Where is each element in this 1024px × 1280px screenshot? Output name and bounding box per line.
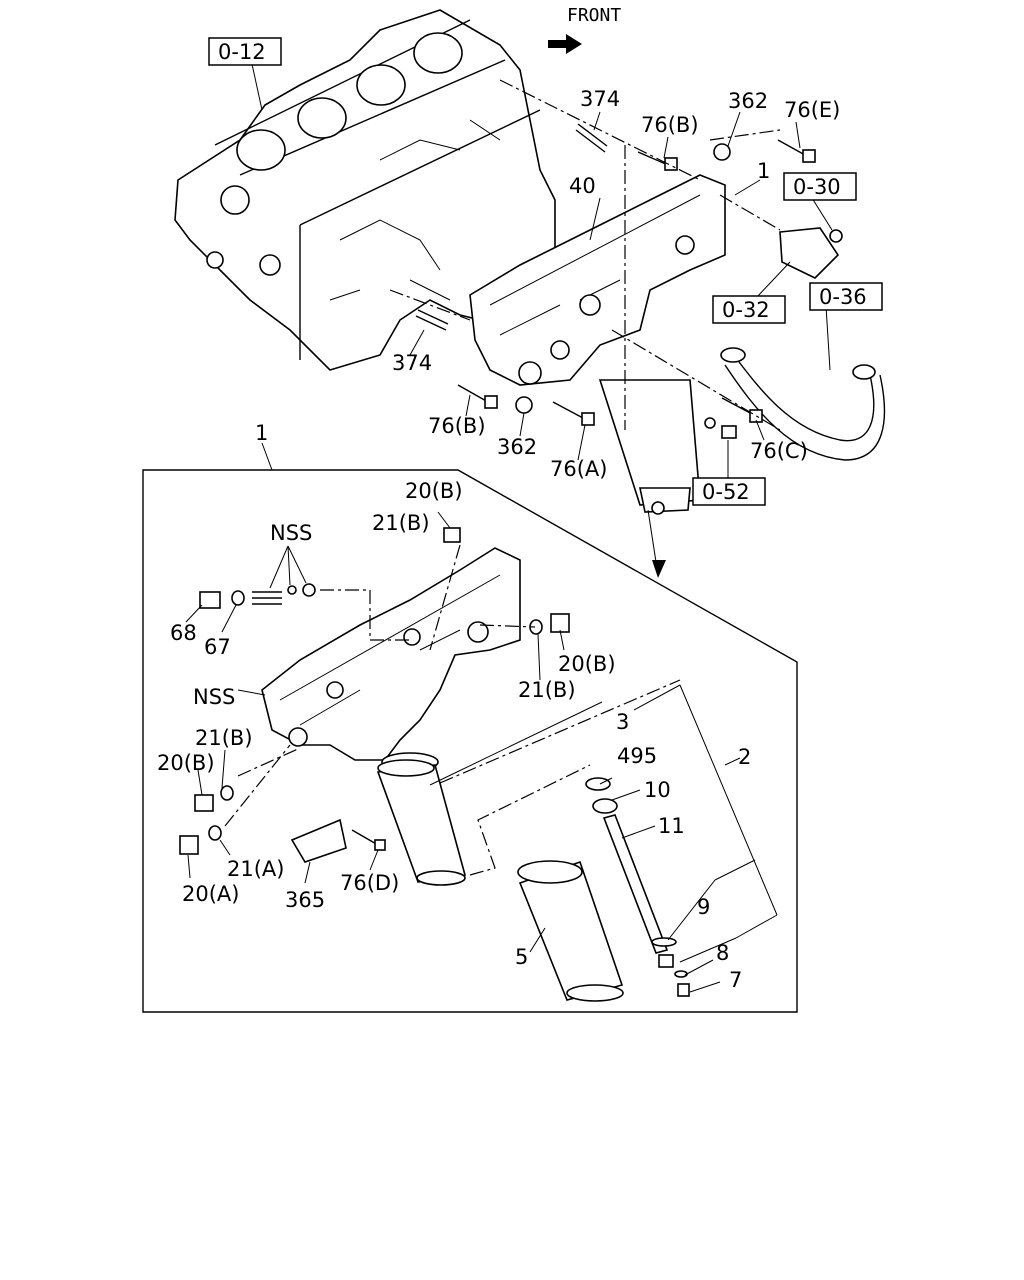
callout-40: 40 — [569, 174, 596, 198]
callout-9: 9 — [697, 895, 710, 919]
plug-20b-top-icon — [443, 527, 461, 543]
callout-76d: 76(D) — [340, 871, 399, 895]
callout-20a: 20(A) — [182, 882, 239, 906]
oil-cooler-housing-detail — [261, 547, 521, 772]
callout-21b-left: 21(B) — [195, 726, 253, 750]
center-tube-11 — [585, 777, 690, 997]
bolt-76e-icon — [777, 139, 816, 163]
callout-5: 5 — [515, 945, 528, 969]
front-label: FRONT — [567, 5, 621, 26]
callout-8: 8 — [716, 941, 729, 965]
callout-20b-left: 20(B) — [157, 751, 215, 775]
bolt-76c-icon — [721, 397, 763, 423]
plug-20a-icon — [179, 835, 199, 855]
bolt-76b-top-icon — [637, 151, 678, 171]
bracket-365-icon — [290, 818, 347, 863]
spring-10-icon — [592, 798, 618, 814]
callout-374-top: 374 — [580, 87, 620, 111]
upper-leaders — [251, 63, 833, 578]
callout-1-upper: 1 — [757, 159, 770, 183]
callout-76a: 76(A) — [550, 457, 607, 481]
plug-68-icon — [199, 591, 221, 609]
ref-box-0-32: 0-32 — [712, 295, 786, 324]
plug-20b-left-icon — [194, 794, 214, 812]
callout-21b-right: 21(B) — [518, 678, 576, 702]
detail-callouts: 20(B) 21(B) NSS 68 67 NSS 20(B) 21(B) 3 … — [157, 479, 751, 992]
callout-2: 2 — [738, 745, 751, 769]
front-arrow-icon — [548, 34, 582, 54]
ref-box-0-12: 0-12 — [208, 37, 282, 66]
bolt-76d-icon — [351, 829, 379, 846]
nut-362-bottom-icon — [515, 396, 533, 414]
svg-text:0-30: 0-30 — [793, 175, 841, 199]
callout-362-bottom: 362 — [497, 435, 537, 459]
callout-10: 10 — [644, 778, 671, 802]
svg-text:0-36: 0-36 — [819, 285, 867, 309]
oring-67-icon — [231, 590, 245, 606]
oring-21b-left-icon — [220, 785, 234, 801]
bolt-7-icon — [677, 983, 690, 997]
plug-052-icon — [704, 417, 737, 439]
nut-362-top-icon — [713, 143, 731, 161]
callout-67: 67 — [204, 635, 231, 659]
washer-9-icon — [651, 937, 677, 947]
svg-text:0-52: 0-52 — [702, 480, 750, 504]
callout-7: 7 — [729, 968, 742, 992]
callout-nss-top: NSS — [270, 521, 312, 545]
ref-box-0-30: 0-30 — [783, 172, 857, 201]
callout-20b-top: 20(B) — [405, 479, 463, 503]
ref-box-0-36: 0-36 — [809, 282, 883, 311]
callout-365: 365 — [285, 888, 325, 912]
callout-76b-top: 76(B) — [641, 113, 699, 137]
callout-3: 3 — [616, 710, 629, 734]
svg-text:0-12: 0-12 — [218, 40, 266, 64]
callout-68: 68 — [170, 621, 197, 645]
bolt-76a-icon — [552, 401, 595, 426]
callout-21b-top: 21(B) — [372, 511, 430, 535]
upper-callouts: 374 76(B) 362 76(E) 1 40 374 76(B) 362 7… — [392, 87, 840, 481]
detail-panel: 1 — [142, 421, 798, 1013]
stud-374-top-icon — [575, 123, 608, 153]
callout-76b-bottom: 76(B) — [428, 414, 486, 438]
detail-leaders — [185, 511, 778, 993]
oring-21a-icon — [208, 825, 222, 841]
callout-362-top: 362 — [728, 89, 768, 113]
nut-icon — [658, 954, 674, 968]
svg-text:0-32: 0-32 — [722, 298, 770, 322]
upper-fasteners — [415, 123, 843, 439]
filter-element-3 — [376, 679, 681, 886]
detail-label-1: 1 — [255, 421, 268, 445]
gasket-030-icon — [779, 227, 843, 279]
callout-20b-right: 20(B) — [558, 652, 616, 676]
callout-21a: 21(A) — [227, 857, 284, 881]
callout-495: 495 — [617, 744, 657, 768]
bolt-76b-bottom-icon — [457, 384, 498, 409]
callout-76e: 76(E) — [784, 98, 840, 122]
callout-374-bottom: 374 — [392, 351, 432, 375]
stud-374-bottom-icon — [415, 309, 449, 331]
reference-boxes: 0-12 0-30 0-32 0-36 0-52 — [208, 37, 883, 506]
filter-case-5 — [517, 860, 624, 1002]
callout-11: 11 — [658, 814, 685, 838]
seal-495-icon — [585, 777, 611, 791]
oil-cooler-assembly — [469, 174, 886, 515]
front-indicator: FRONT — [548, 5, 621, 54]
washer-8-icon — [674, 970, 688, 978]
plug-20b-right-icon — [550, 613, 570, 633]
down-arrow-icon — [652, 560, 666, 578]
spring-nss-icon — [252, 591, 282, 605]
cylinder-block — [174, 9, 556, 371]
callout-76c: 76(C) — [750, 439, 808, 463]
callout-nss-left: NSS — [193, 685, 235, 709]
ref-box-0-52: 0-52 — [692, 477, 766, 506]
